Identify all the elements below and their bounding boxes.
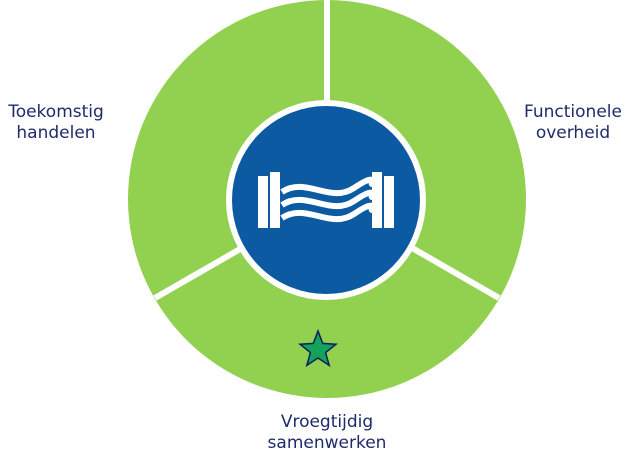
label-line: handelen xyxy=(16,123,96,143)
segment-label-functionele-overheid: Functionele overheid xyxy=(518,102,628,144)
center-hub xyxy=(226,100,426,300)
bridge-icon xyxy=(258,172,394,228)
label-line: samenwerken xyxy=(267,433,387,453)
label-line: Vroegtijdig xyxy=(280,412,374,432)
star-icon xyxy=(298,328,338,368)
label-line: Functionele xyxy=(524,102,622,122)
hub-circle xyxy=(226,100,426,300)
label-line: overheid xyxy=(535,123,611,143)
segment-label-vroegtijdig-samenwerken: Vroegtijdig samenwerken xyxy=(252,412,402,454)
label-line: Toekomstig xyxy=(8,102,104,122)
segment-label-toekomstig-handelen: Toekomstig handelen xyxy=(4,102,108,144)
